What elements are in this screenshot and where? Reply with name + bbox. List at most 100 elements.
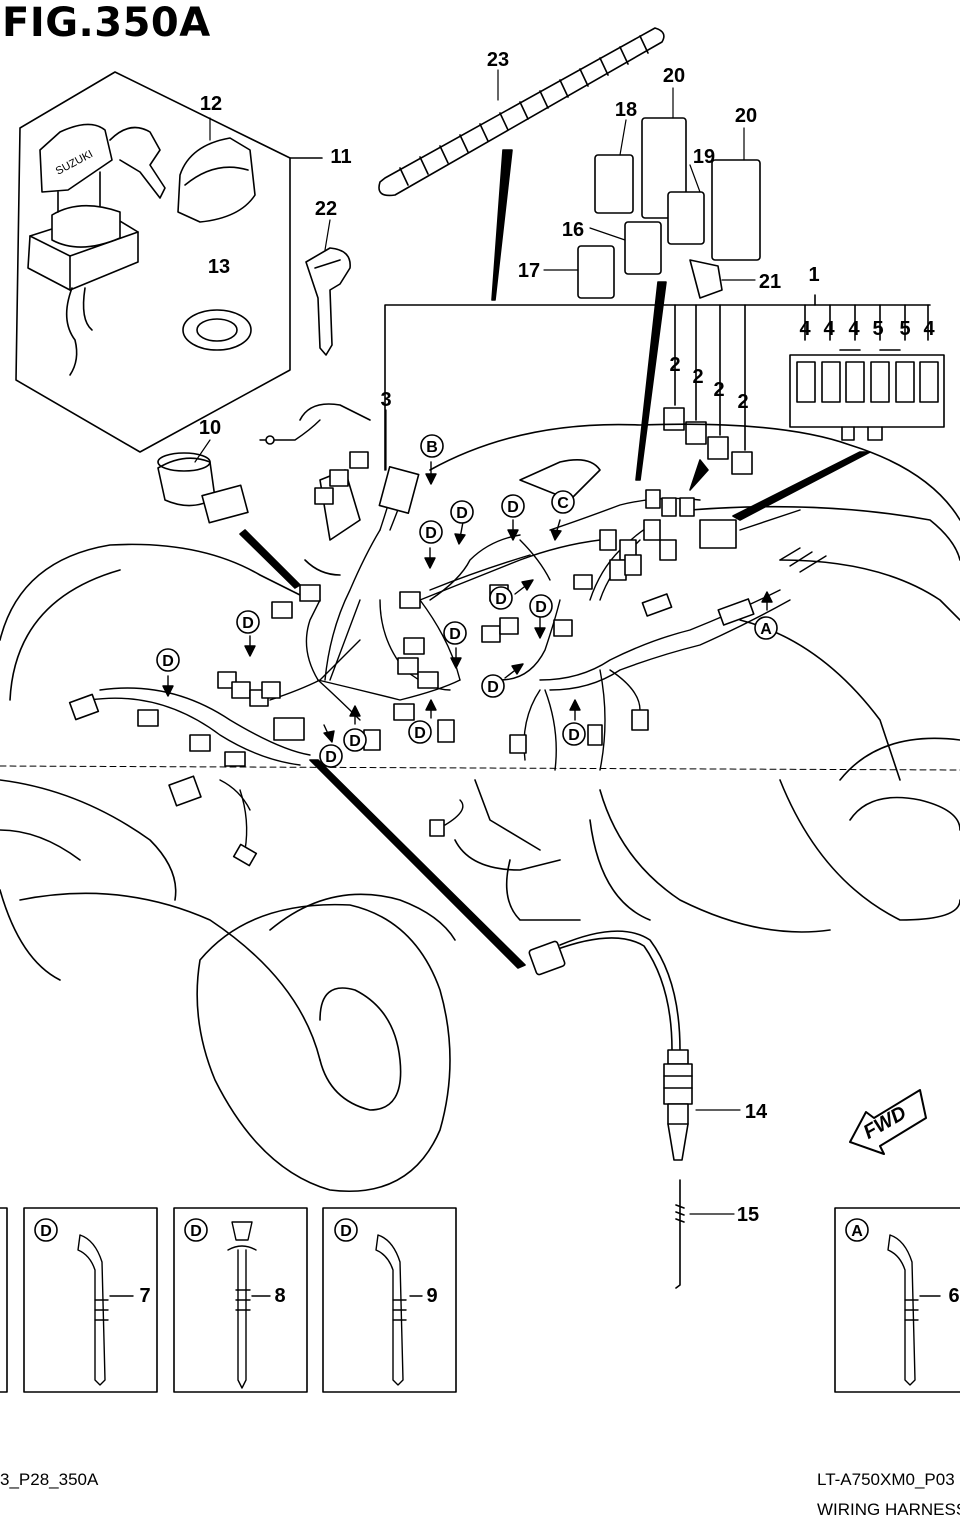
svg-text:D: D xyxy=(190,1223,202,1240)
ref-marker-D: D xyxy=(408,720,432,744)
callout-4: 4 xyxy=(923,318,935,340)
ref-marker-D: D xyxy=(156,648,180,672)
ref-marker-D: D xyxy=(501,494,525,518)
ref-marker-B: B xyxy=(420,434,444,458)
svg-text:D: D xyxy=(425,525,437,542)
accessory-socket xyxy=(157,452,249,524)
fwd-arrow xyxy=(849,1089,927,1155)
ref-marker-D: D xyxy=(481,674,505,698)
svg-text:D: D xyxy=(507,499,519,516)
ref-marker-D: D xyxy=(443,621,467,645)
callout-9: 9 xyxy=(426,1285,437,1307)
callout-2: 2 xyxy=(737,391,748,413)
callout-7: 7 xyxy=(139,1285,150,1307)
key-cover xyxy=(177,137,256,223)
relay-17 xyxy=(577,245,615,299)
ref-arrows xyxy=(162,461,773,743)
callout-4: 4 xyxy=(823,318,835,340)
relay-18 xyxy=(594,154,634,214)
ref-marker-D: D xyxy=(450,500,474,524)
ref-marker-D: D xyxy=(34,1218,58,1242)
callout-3: 3 xyxy=(380,389,391,411)
ref-marker-D: D xyxy=(343,728,367,752)
callout-19: 19 xyxy=(693,146,715,168)
ref-marker-A: A xyxy=(754,616,778,640)
callout-20: 20 xyxy=(735,105,757,127)
oxygen-sensor xyxy=(528,930,693,1161)
vehicle-outline xyxy=(0,403,960,1192)
wire-clip xyxy=(675,1179,685,1289)
key xyxy=(305,247,351,356)
callout-23: 23 xyxy=(487,49,509,71)
callout-4: 4 xyxy=(848,318,860,340)
svg-text:D: D xyxy=(40,1223,52,1240)
bracket-21 xyxy=(689,259,723,299)
callout-12: 12 xyxy=(200,93,222,115)
fuse-box xyxy=(789,349,945,441)
harness-wires xyxy=(89,419,827,851)
callout-16: 16 xyxy=(562,219,584,241)
corrugated-tube xyxy=(378,27,665,197)
callout-18: 18 xyxy=(615,99,637,121)
callout-22: 22 xyxy=(315,198,337,220)
relay-16 xyxy=(624,221,662,275)
ignition-group-box xyxy=(15,71,291,453)
callout-11: 11 xyxy=(330,146,351,168)
callout-4: 4 xyxy=(799,318,811,340)
svg-text:D: D xyxy=(535,599,547,616)
ref-marker-D: D xyxy=(562,722,586,746)
callout-13: 13 xyxy=(208,256,230,278)
footer-name: WIRING HARNESS xyxy=(817,1500,960,1519)
footer-model: LT-A750XM0_P03 xyxy=(817,1470,955,1489)
lock-ring xyxy=(182,309,252,351)
svg-text:D: D xyxy=(449,626,461,643)
callout-6: 6 xyxy=(948,1285,959,1307)
svg-text:D: D xyxy=(349,733,361,750)
ref-marker-A: A xyxy=(845,1218,869,1242)
callout-10: 10 xyxy=(199,417,221,439)
svg-text:A: A xyxy=(760,621,772,638)
ref-marker-C: C xyxy=(551,490,575,514)
cable-ties xyxy=(77,1221,941,1389)
ref-marker-D: D xyxy=(319,744,343,768)
callout-14: 14 xyxy=(745,1101,768,1123)
svg-text:D: D xyxy=(242,615,254,632)
callout-20: 20 xyxy=(663,65,685,87)
callout-2: 2 xyxy=(713,379,724,401)
svg-text:D: D xyxy=(414,725,426,742)
svg-text:D: D xyxy=(340,1223,352,1240)
ref-marker-D: D xyxy=(489,586,513,610)
figure-title: FIG.350A xyxy=(2,0,211,46)
callout-1: 1 xyxy=(808,264,819,286)
callout-5: 5 xyxy=(872,318,883,340)
callout-2: 2 xyxy=(669,354,680,376)
detail-box-frames xyxy=(0,1207,960,1393)
callout-17: 17 xyxy=(518,260,540,282)
svg-text:D: D xyxy=(162,653,174,670)
callout-8: 8 xyxy=(274,1285,285,1307)
svg-text:B: B xyxy=(426,439,438,456)
ref-marker-D: D xyxy=(236,610,260,634)
ignition-switch: SUZUKI xyxy=(27,123,166,376)
callout-21: 21 xyxy=(759,271,781,293)
footer-code-left: 3_P28_350A xyxy=(0,1470,99,1489)
callout-2: 2 xyxy=(692,366,703,388)
leader-lines xyxy=(194,69,756,1215)
svg-text:D: D xyxy=(325,749,337,766)
svg-text:C: C xyxy=(557,495,569,512)
svg-text:D: D xyxy=(487,679,499,696)
relay-19 xyxy=(667,191,705,245)
harness-connectors xyxy=(68,435,755,867)
svg-text:D: D xyxy=(495,591,507,608)
svg-text:A: A xyxy=(851,1223,863,1240)
callout-5: 5 xyxy=(899,318,910,340)
svg-text:D: D xyxy=(568,727,580,744)
ref-marker-D: D xyxy=(419,520,443,544)
svg-text:D: D xyxy=(456,505,468,522)
relay-20b xyxy=(711,159,761,261)
ref-marker-D: D xyxy=(184,1218,208,1242)
